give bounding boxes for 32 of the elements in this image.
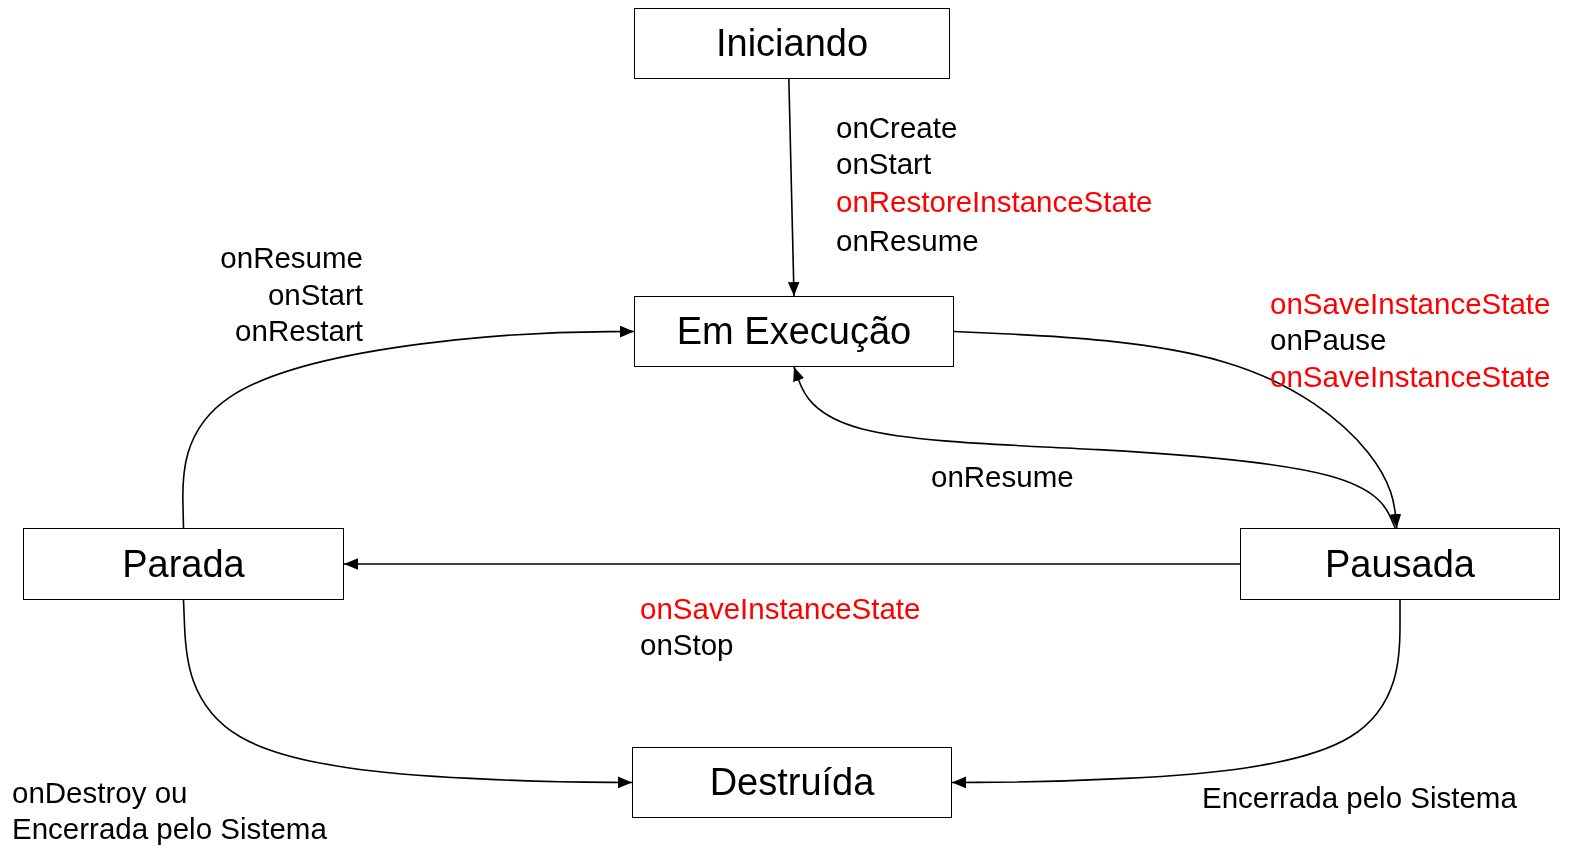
arrow <box>182 325 635 529</box>
event-label: onRestoreInstanceState <box>836 187 1153 217</box>
state-box <box>634 296 954 367</box>
event-label: onSaveInstanceState <box>1270 289 1551 319</box>
state-box <box>1240 528 1560 600</box>
event-label: onSaveInstanceState <box>1270 362 1551 392</box>
arrow <box>343 558 1241 570</box>
state-name: Em Execução <box>676 310 912 353</box>
state-name: Parada <box>122 542 245 586</box>
arrow <box>793 366 1396 529</box>
event-label: Encerrada pelo Sistema <box>1202 783 1517 813</box>
event-label: onPause <box>1270 325 1387 355</box>
event-label: onStart <box>267 280 363 310</box>
state-box <box>23 528 344 600</box>
event-label: onRestart <box>235 316 363 346</box>
event-label: onResume <box>220 243 363 273</box>
event-label: onResume <box>836 226 979 256</box>
state-name: Iniciando <box>715 22 869 65</box>
arrow <box>953 330 1402 529</box>
event-label: onDestroy ou <box>12 778 188 808</box>
arrow <box>951 599 1401 789</box>
event-label: onStop <box>640 630 734 660</box>
arrow <box>182 599 633 789</box>
event-label: onStart <box>836 149 932 179</box>
event-label: onSaveInstanceState <box>640 594 921 624</box>
state-box <box>632 747 952 818</box>
state-name: Pausada <box>1325 542 1475 586</box>
event-label: onCreate <box>836 113 958 143</box>
state-name: Destruída <box>709 761 875 804</box>
event-label: Encerrada pelo Sistema <box>12 814 327 844</box>
arrow <box>787 78 800 297</box>
state-box <box>634 8 950 79</box>
